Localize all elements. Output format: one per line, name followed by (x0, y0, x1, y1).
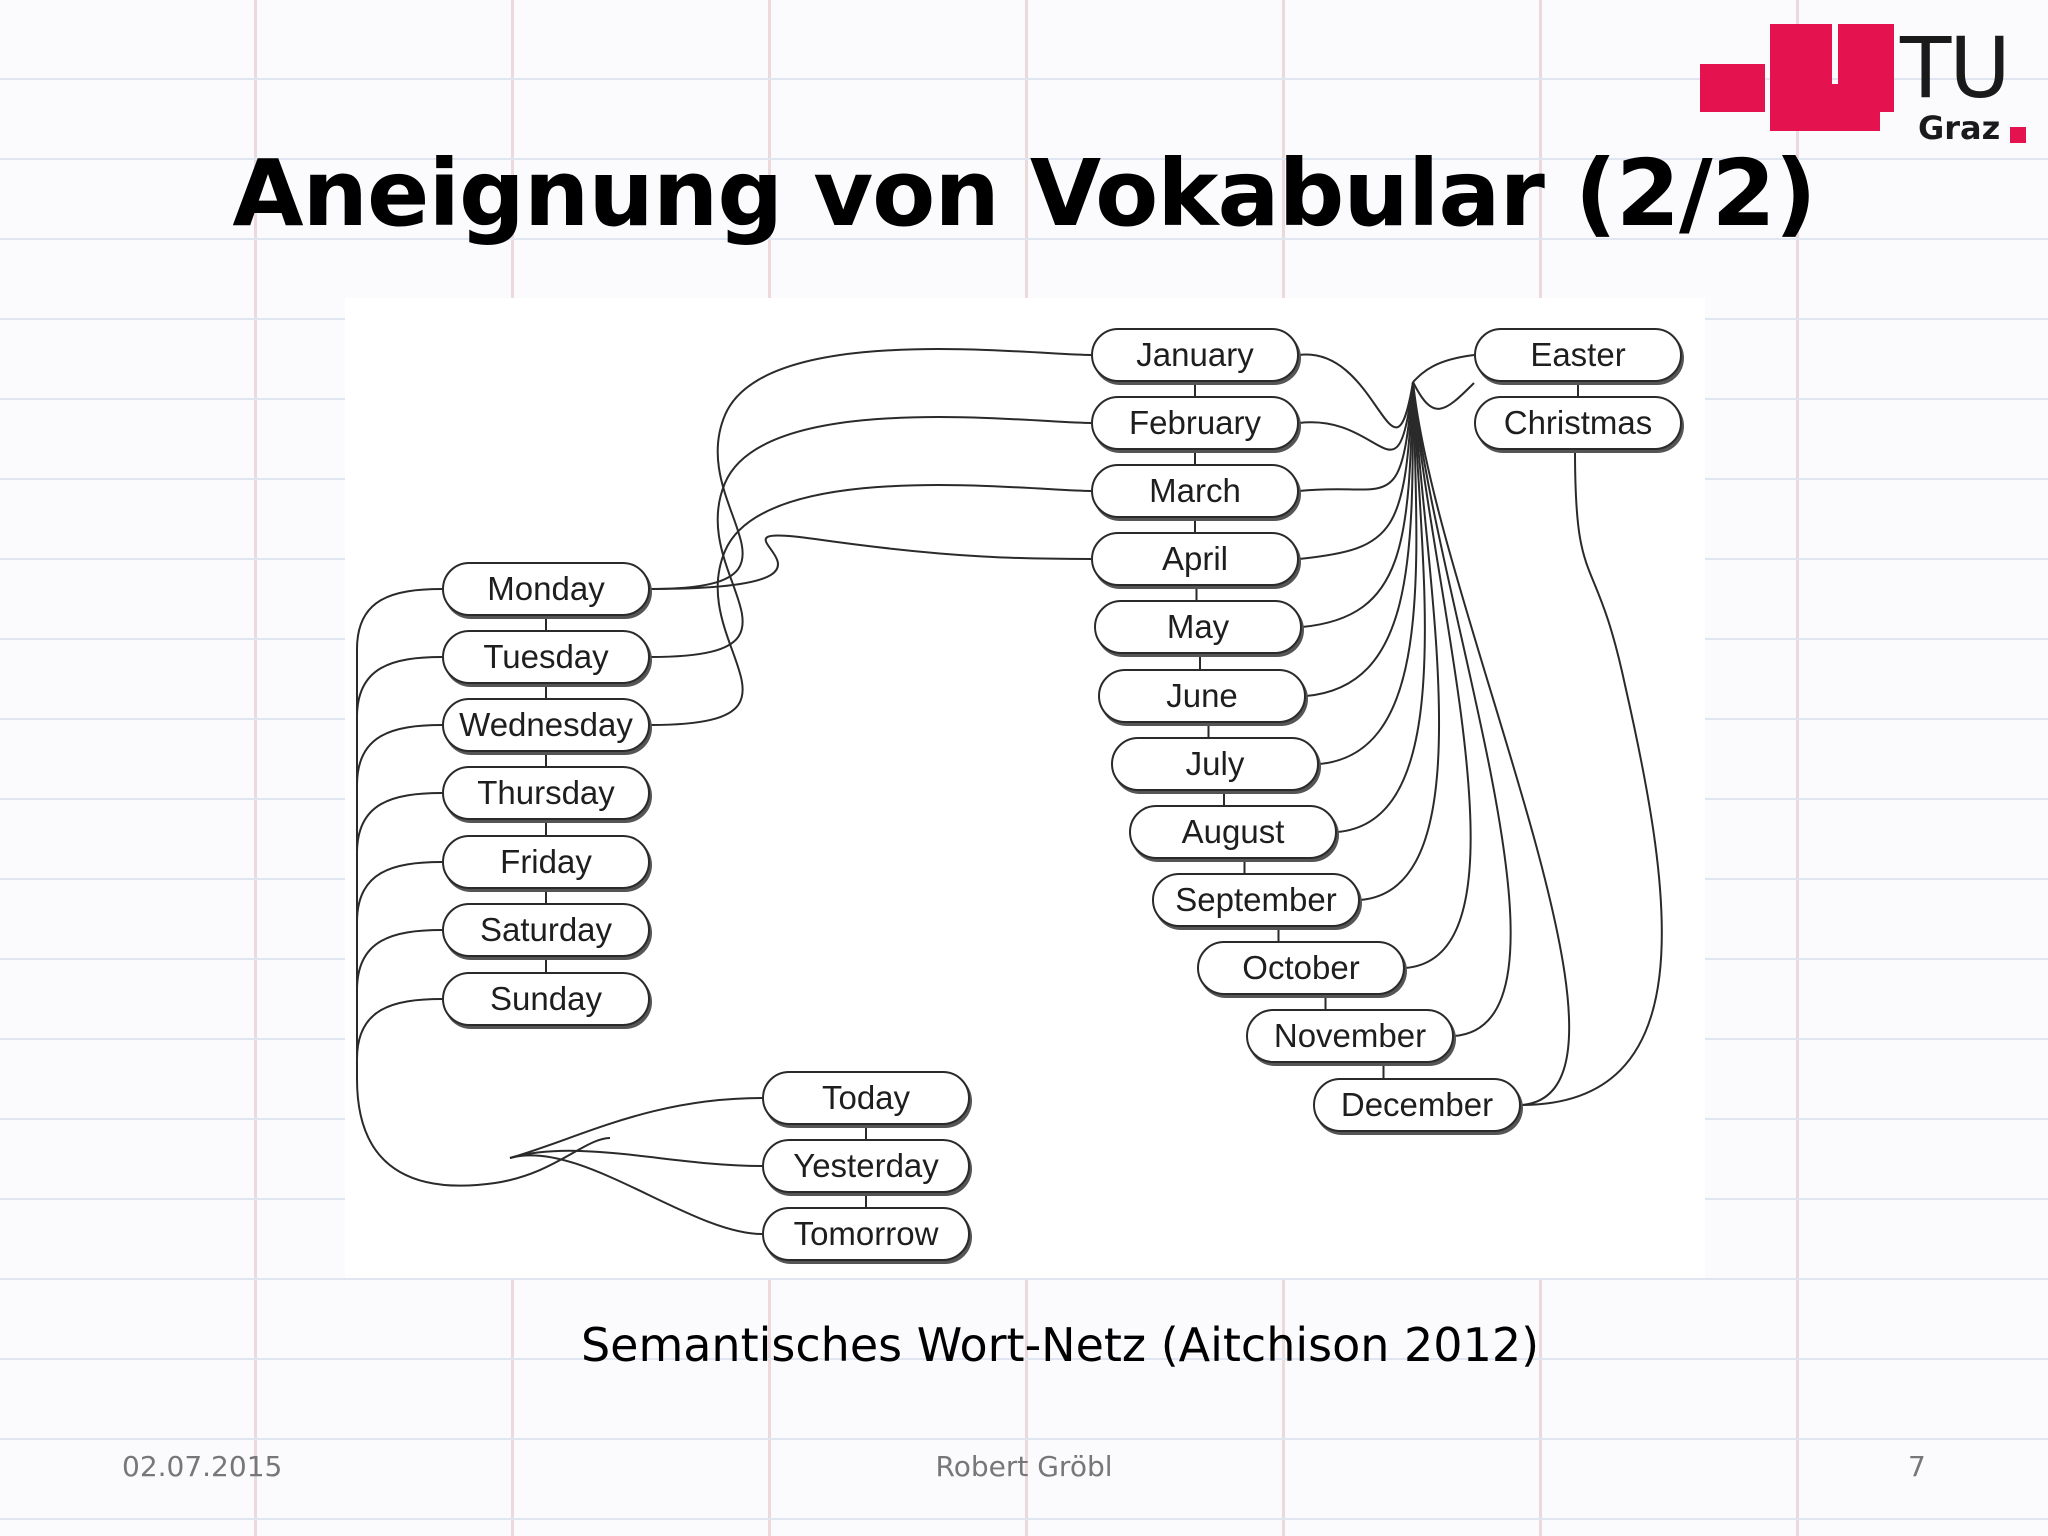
node-january: January (1091, 328, 1299, 382)
month-fan-link (1336, 381, 1426, 833)
relative-day-link (509, 1149, 763, 1167)
link-lines (356, 348, 1663, 1235)
weekday-branch-link (356, 861, 443, 923)
easter-link (1412, 354, 1475, 383)
logo-dot (2010, 127, 2026, 143)
node-tomorrow: Tomorrow (762, 1207, 970, 1261)
month-fan-link (1359, 381, 1440, 901)
node-friday: Friday (442, 835, 650, 889)
logo-text-main: TU (1900, 19, 2011, 117)
weekday-month-link (649, 416, 1092, 658)
node-monday: Monday (442, 562, 650, 616)
month-fan-link (1298, 381, 1414, 560)
node-april: April (1091, 532, 1299, 586)
weekday-branch-link (356, 588, 443, 650)
relative-day-link (509, 1097, 763, 1159)
month-fan-link (1412, 381, 1512, 1037)
weekday-month-link (649, 484, 1092, 726)
node-tuesday: Tuesday (442, 630, 650, 684)
weekday-branch-link (356, 792, 443, 854)
weekday-month-link (649, 348, 1092, 590)
node-sunday: Sunday (442, 972, 650, 1026)
month-fan-link (1404, 381, 1472, 969)
weekday-month-link (649, 534, 1092, 590)
figure-caption: Semantisches Wort-Netz (Aitchison 2012) (580, 1318, 1540, 1372)
christmas-link (1412, 381, 1475, 410)
weekday-branch-link (356, 724, 443, 786)
relative-day-link (509, 1154, 763, 1235)
month-fan-link (1298, 381, 1414, 492)
weekday-branch-link (356, 656, 443, 718)
node-june: June (1098, 669, 1306, 723)
node-march: March (1091, 464, 1299, 518)
node-february: February (1091, 396, 1299, 450)
node-december: December (1313, 1078, 1521, 1132)
node-november: November (1246, 1009, 1454, 1063)
page-number: 7 (1908, 1450, 1926, 1483)
node-christmas: Christmas (1474, 396, 1682, 450)
node-thursday: Thursday (442, 766, 650, 820)
slide-title: Aneignung von Vokabular (2/2) (232, 140, 1816, 247)
month-fan-link (1301, 381, 1414, 628)
node-wednesday: Wednesday (442, 698, 650, 752)
footer-author: Robert Gröbl (935, 1450, 1113, 1483)
month-fan-link (1298, 381, 1414, 451)
tu-graz-logo: TU Graz (1700, 24, 2030, 149)
node-september: September (1152, 873, 1360, 927)
weekday-branch-link (356, 998, 443, 1060)
month-fan-link (1318, 381, 1418, 765)
logo-text-sub: Graz (1918, 109, 2001, 147)
node-july: July (1111, 737, 1319, 791)
node-today: Today (762, 1071, 970, 1125)
node-august: August (1129, 805, 1337, 859)
weekday-branch-link (356, 929, 443, 991)
node-easter: Easter (1474, 328, 1682, 382)
footer-date: 02.07.2015 (122, 1450, 283, 1483)
month-fan-link (1412, 381, 1571, 1106)
month-fan-link (1298, 353, 1414, 429)
node-yesterday: Yesterday (762, 1139, 970, 1193)
month-fan-link (1305, 381, 1415, 697)
december-christmas-link (1520, 449, 1663, 1106)
node-saturday: Saturday (442, 903, 650, 957)
node-october: October (1197, 941, 1405, 995)
spine-to-relative-days (356, 1078, 611, 1187)
node-may: May (1094, 600, 1302, 654)
